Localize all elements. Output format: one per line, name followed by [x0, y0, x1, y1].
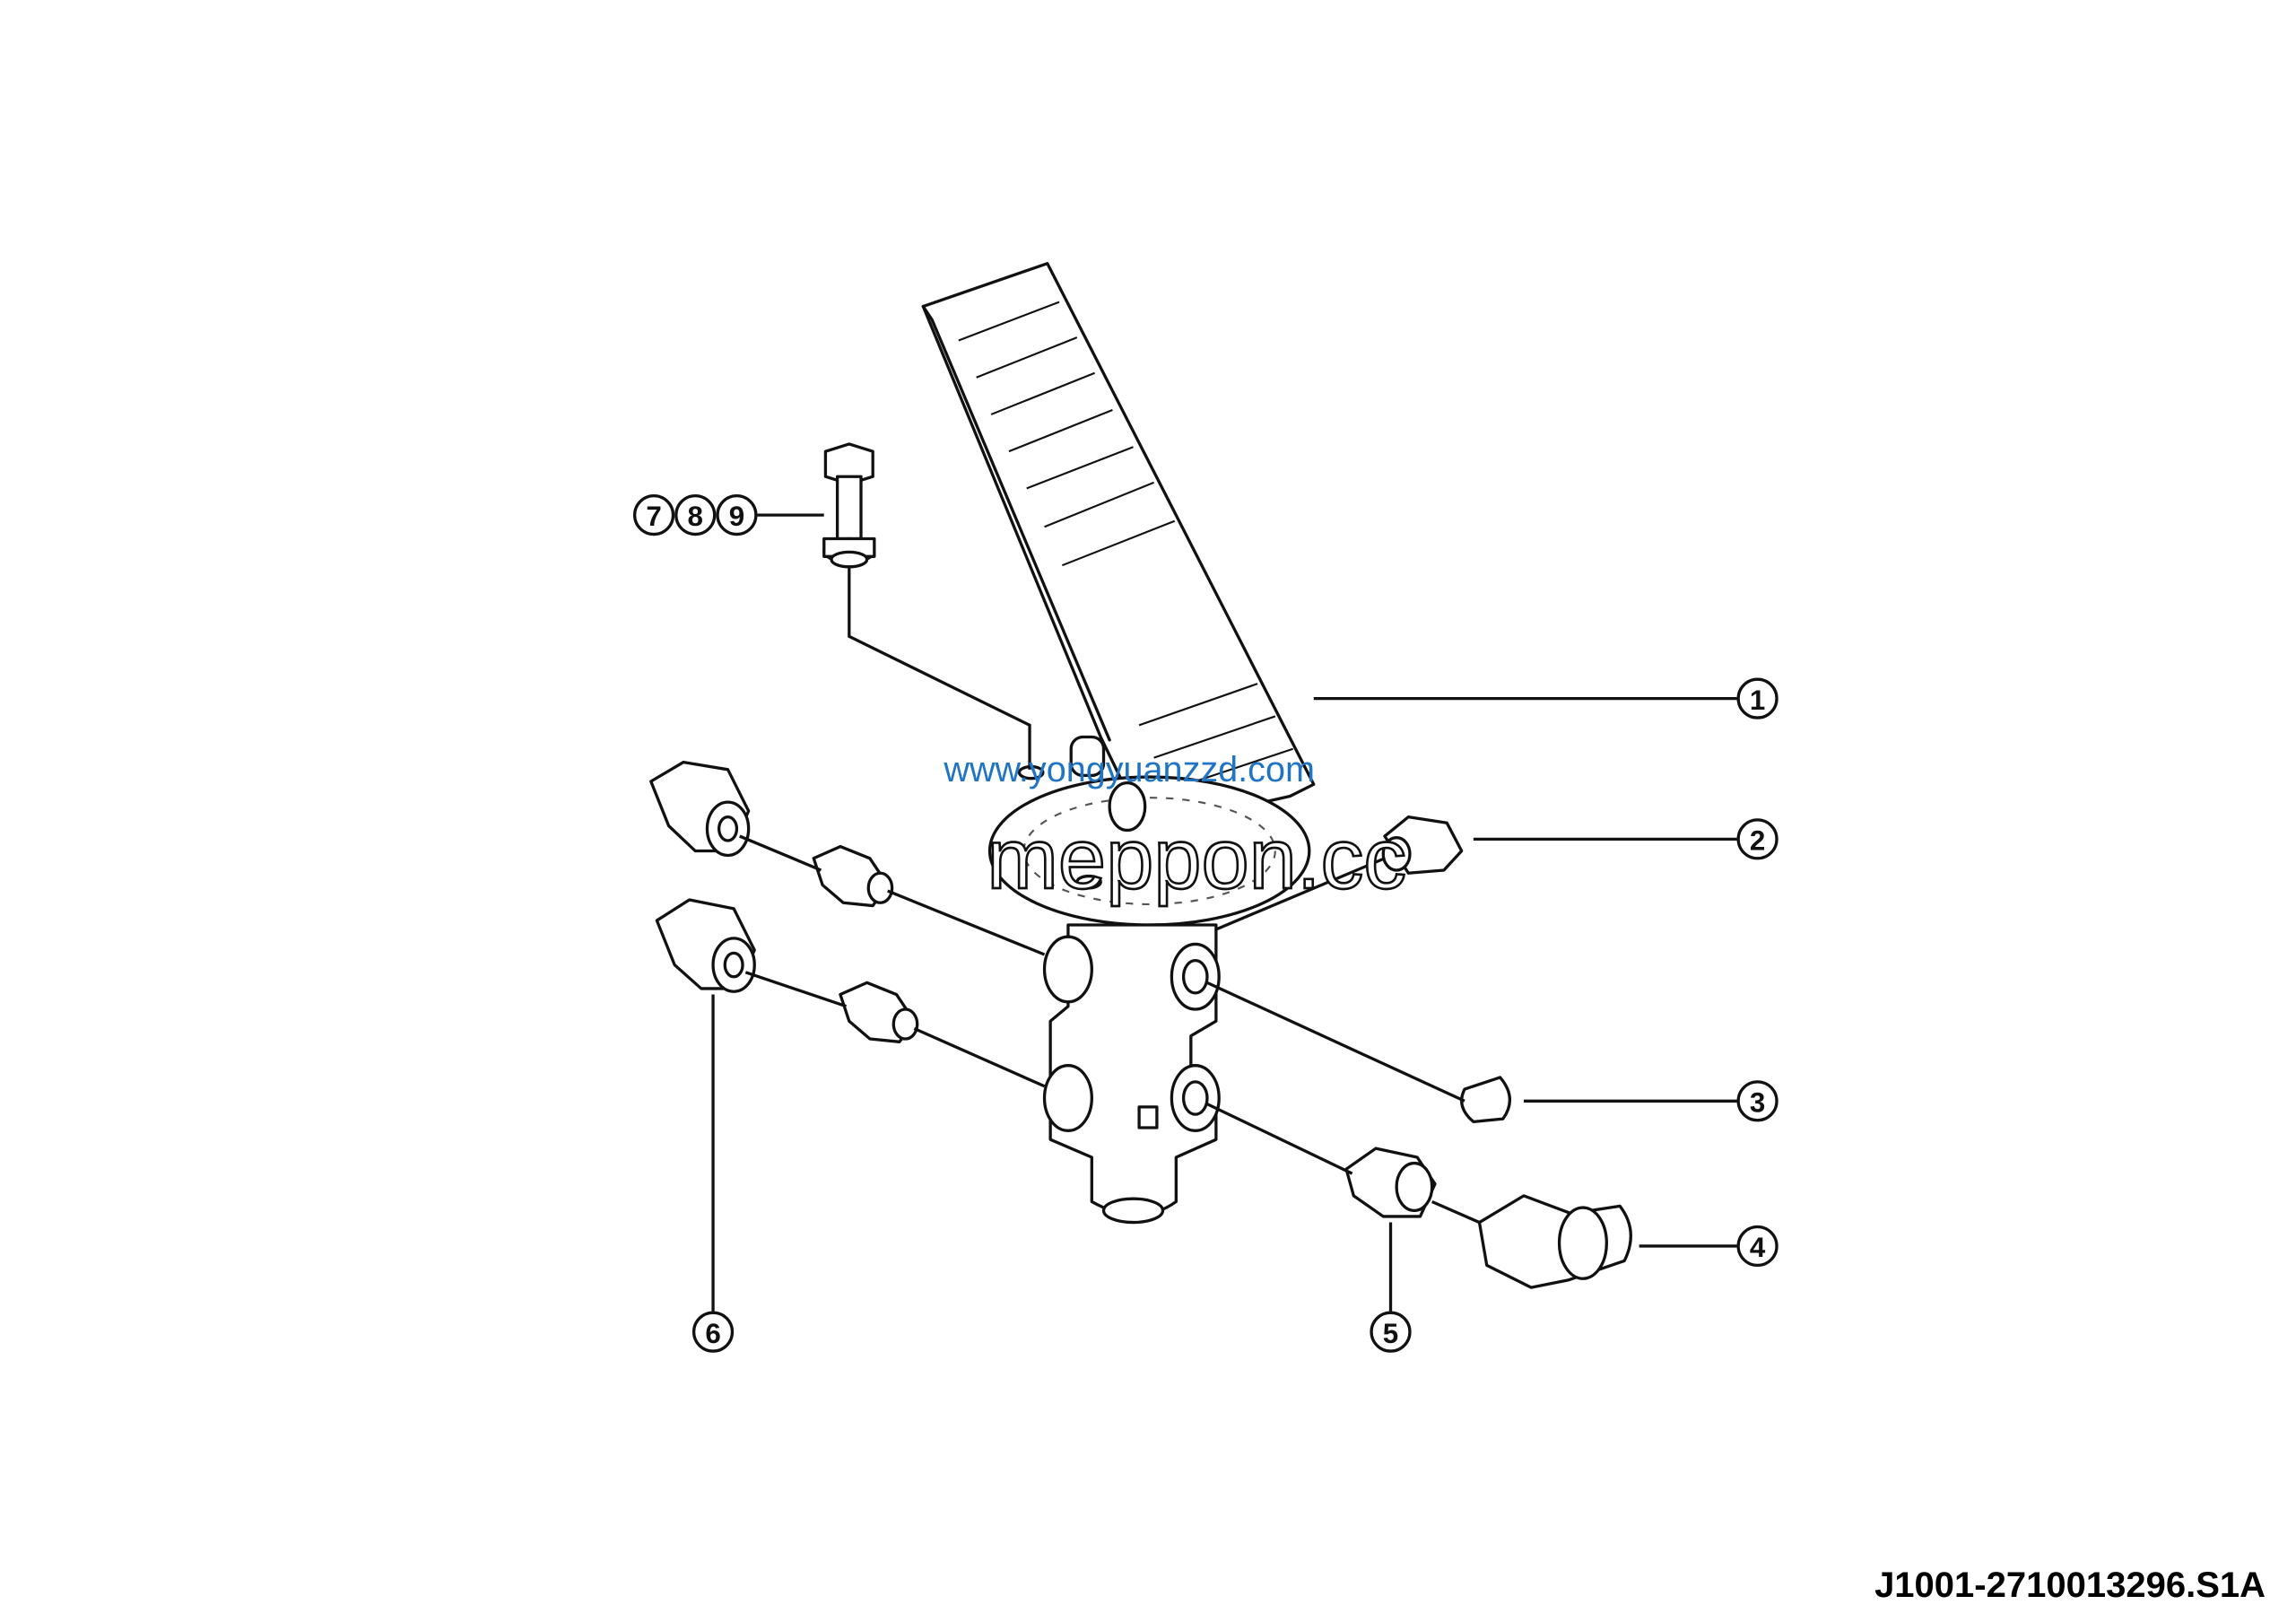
callout-2: 2	[1736, 818, 1779, 860]
callout-9: 9	[716, 494, 758, 536]
fittings	[649, 760, 1632, 1289]
callout-6: 6	[691, 1311, 735, 1353]
callout-4: 4	[1736, 1225, 1779, 1268]
callout-6-label: 6	[705, 1318, 720, 1349]
pedal	[921, 262, 1316, 831]
assembly-lines	[739, 568, 1481, 1225]
callout-5-label: 5	[1383, 1318, 1398, 1349]
callout-7-label: 7	[646, 501, 661, 532]
callout-7: 7	[632, 494, 675, 536]
callout-8-label: 8	[688, 501, 703, 532]
bolt	[822, 442, 876, 569]
part-code: J1001-2710013296.S1A	[1874, 1565, 2266, 1605]
valve-body	[1042, 923, 1221, 1225]
callout-leaders	[711, 513, 1737, 1312]
callout-1-label: 1	[1750, 685, 1765, 716]
callout-3: 3	[1736, 1080, 1779, 1122]
callout-9-label: 9	[729, 501, 744, 532]
callout-4-label: 4	[1750, 1232, 1766, 1263]
callout-5: 5	[1370, 1311, 1412, 1353]
watermark-yongyuanzzd: www.yongyuanzzd.com	[943, 750, 1315, 789]
callout-1: 1	[1736, 677, 1779, 719]
callout-8: 8	[674, 494, 717, 536]
callout-3-label: 3	[1750, 1086, 1765, 1118]
watermark-meppon: meppon.cc	[987, 811, 1406, 907]
callout-2-label: 2	[1750, 824, 1765, 856]
